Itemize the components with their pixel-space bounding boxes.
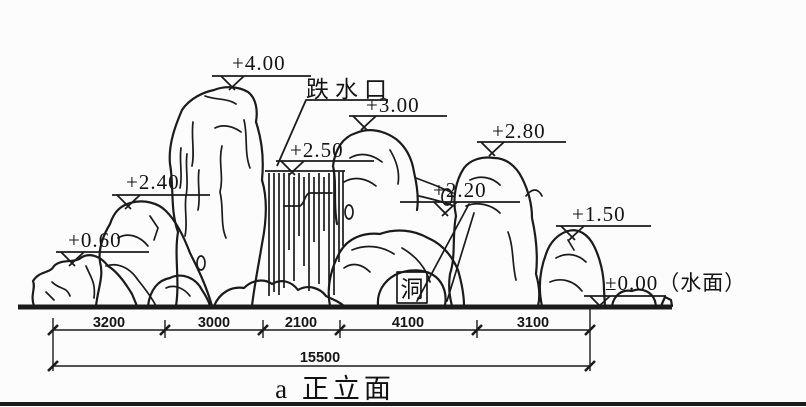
total-dimension-value: 15500 <box>300 350 340 366</box>
level-symbol <box>220 75 245 91</box>
elevation-label: +4.00 <box>232 51 286 75</box>
dimension-value: 3200 <box>93 315 125 331</box>
rock-outline <box>538 229 607 308</box>
rock-outline <box>31 254 139 308</box>
level-symbol <box>560 225 585 241</box>
dimension-value: 2100 <box>285 315 317 331</box>
rock-outline <box>168 86 267 308</box>
rock-outline <box>94 200 214 308</box>
level-symbol <box>280 160 305 176</box>
elevation-marker-upper-mid: +3.00 <box>349 93 447 131</box>
elevation-label: +2.80 <box>492 119 546 143</box>
rock-pebble <box>344 204 354 220</box>
water-level-label: ±0.00（水面） <box>605 271 746 295</box>
level-symbol <box>116 194 141 210</box>
rock-texture <box>105 215 159 307</box>
rock-outline <box>327 229 466 308</box>
waterfall-ledge <box>283 192 333 207</box>
rock-pebble <box>196 255 206 271</box>
drawing-title: a 正立面 <box>275 374 395 404</box>
rock-texture <box>343 149 400 187</box>
rock-drip-lines <box>179 121 200 237</box>
level-symbol <box>589 295 611 309</box>
elevation-label: +2.20 <box>433 178 487 202</box>
elevation-marker-mid-ledge: +2.20 <box>400 178 520 217</box>
elevation-label: +2.50 <box>290 138 344 162</box>
rockery-outlines <box>31 86 674 308</box>
dimension-chain: 3200 3000 2100 4100 3100 15500 <box>47 309 596 372</box>
elevation-marker-right-upper: +2.80 <box>477 119 566 157</box>
rock-texture <box>549 239 587 292</box>
rock-outline <box>376 269 447 307</box>
elevation-label: +0.60 <box>68 228 122 252</box>
dimension-ticks <box>47 324 596 336</box>
waterfall <box>265 170 345 296</box>
rock-outline <box>146 274 212 308</box>
cave-annotation: 洞 <box>396 203 475 304</box>
cave-label: 洞 <box>401 277 424 302</box>
cave-leader-lines <box>416 203 475 302</box>
total-dimension-ticks <box>47 360 596 372</box>
elevation-marker-left-lower: +0.60 <box>56 228 149 267</box>
elevation-marker-peak: +4.00 <box>212 51 311 91</box>
level-symbol <box>480 141 505 157</box>
elevation-label: +2.40 <box>126 170 180 194</box>
elevation-marker-waterfall-crest: +2.50 <box>276 138 374 176</box>
rock-pebble <box>441 188 453 206</box>
waterfall-outlet-annotation: 跌水口 <box>276 77 393 167</box>
elevation-marker-left-upper: +2.40 <box>112 170 210 210</box>
elevation-label: +3.00 <box>366 93 420 117</box>
dimension-value: 3000 <box>198 315 230 331</box>
elevation-label: +1.50 <box>572 202 626 226</box>
waterfall-outlet-label: 跌水口 <box>306 77 393 102</box>
leader-line <box>276 99 388 167</box>
dimension-value: 4100 <box>392 315 424 331</box>
rock-texture <box>165 285 191 297</box>
elevation-marker-water-level: ±0.00（水面） <box>584 271 746 309</box>
level-symbol <box>60 251 85 267</box>
dimension-value: 3100 <box>517 315 549 331</box>
level-symbol <box>352 115 377 131</box>
waterfall-hatching <box>268 171 344 296</box>
elevation-marker-right-lower: +1.50 <box>556 202 651 241</box>
rock-texture <box>45 265 96 301</box>
rock-texture <box>204 95 251 239</box>
rock-texture <box>465 176 543 281</box>
level-symbol <box>433 201 458 217</box>
cave-box <box>396 271 428 304</box>
